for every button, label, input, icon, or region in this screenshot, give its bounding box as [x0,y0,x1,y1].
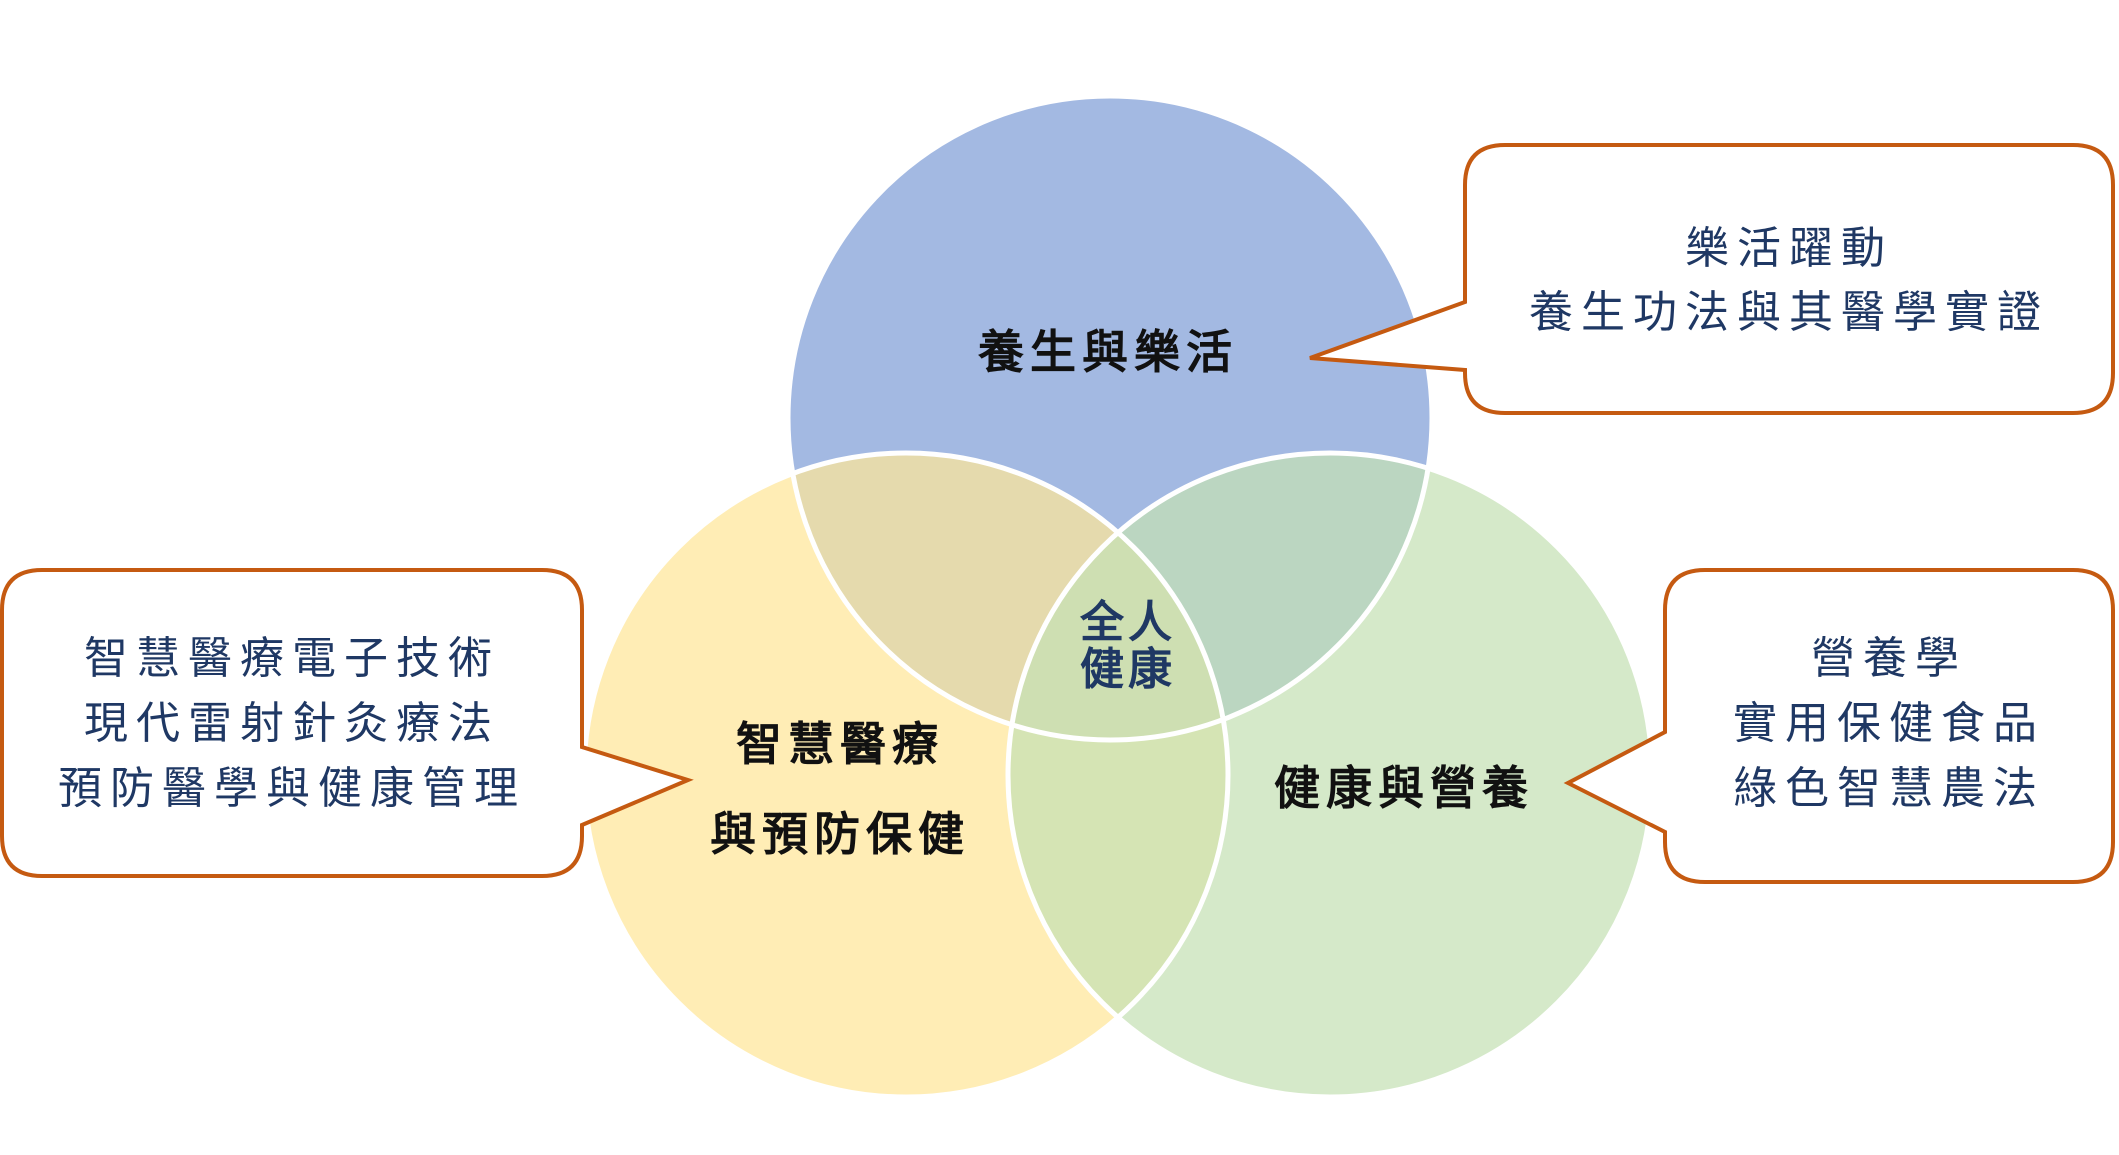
circle-left-label-line2: 與預防保健 [710,807,970,861]
circle-right [1008,453,1652,1097]
circle-top-label: 養生與樂活 [978,325,1238,379]
callout-top-right: 樂活躍動 養生功法與其醫學實證 [1309,143,2115,415]
callout-bottom-right-line-2: 實用保健食品 [1733,698,2045,749]
callout-bottom-right: 營養學 實用保健食品 綠色智慧農法 [1563,568,2115,884]
center-label-line2: 健康 [1080,644,1176,695]
callout-left: 智慧醫療電子技術 現代雷射針灸療法 預防醫學與健康管理 [0,568,694,878]
callout-top-right-line-2: 養生功法與其醫學實證 [1529,287,2049,338]
callout-top-right-shape [1309,143,2115,415]
center-label-line1: 全人 [1079,597,1176,648]
callout-left-line-1: 智慧醫療電子技術 [84,633,500,684]
venn-circles [581,93,1655,1100]
callout-top-right-line-1: 樂活躍動 [1685,223,1893,274]
callout-bottom-right-shape [1563,568,2115,884]
callout-bottom-right-line-3: 綠色智慧農法 [1733,763,2045,814]
callout-left-line-2: 現代雷射針灸療法 [84,698,500,749]
callout-left-shape [0,568,694,878]
circle-left-label-line1: 智慧醫療 [736,717,944,771]
circle-top-outline [785,93,1435,743]
callout-bottom-right-line-1: 營養學 [1811,633,1967,684]
callout-left-line-3: 預防醫學與健康管理 [58,763,526,814]
circle-right-label: 健康與營養 [1274,761,1534,815]
